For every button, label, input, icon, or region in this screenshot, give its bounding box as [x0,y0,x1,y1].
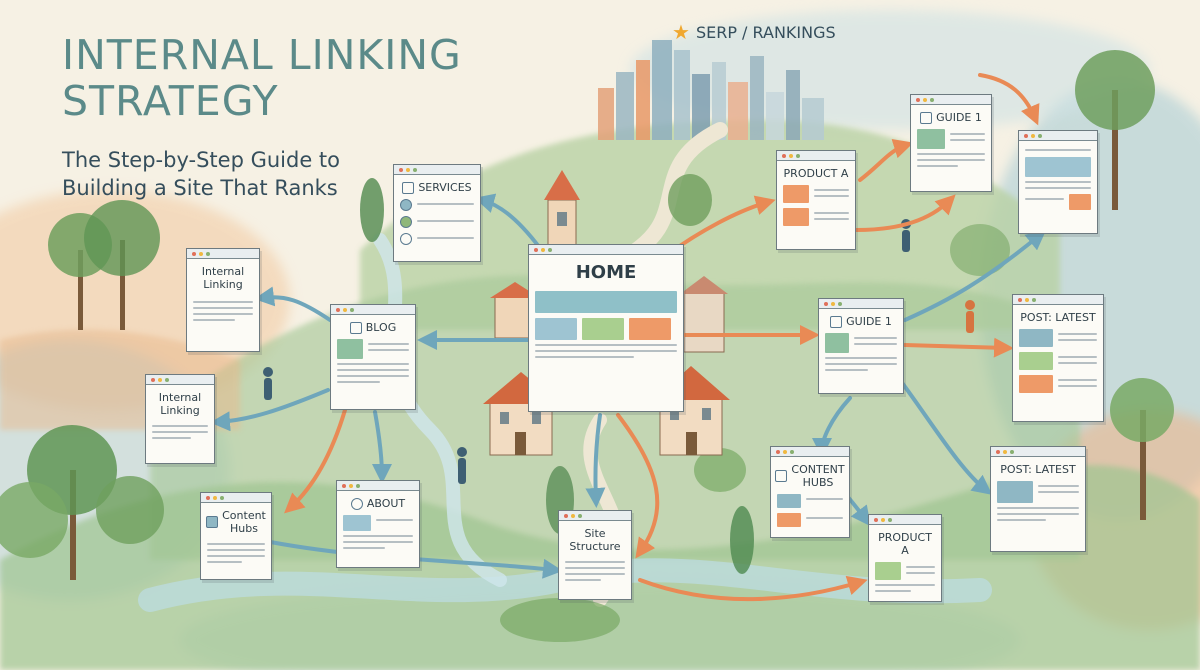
document-icon [920,112,932,124]
page-label-post-latest: POST: LATEST [997,463,1079,476]
page-label-internal-linking: Internal Linking [152,391,208,417]
page-label-site-structure: Site Structure [565,527,625,553]
page-card-blog: BLOG [330,304,416,410]
serp-rankings-label: ★ SERP / RANKINGS [672,20,836,44]
page-label-post-latest: POST: LATEST [1019,311,1097,324]
page-card-content-hubs-left: Content Hubs [200,492,272,580]
page-label-content-hubs: CONTENT HUBS [777,463,843,489]
page-card-post-latest-top: POST: LATEST [1012,294,1104,422]
serp-rankings-text: SERP / RANKINGS [696,23,836,42]
page-label-guide-1: GUIDE 1 [825,315,897,328]
browser-bar [529,245,683,255]
document-icon [830,316,842,328]
page-label-about: ABOUT [343,497,413,510]
page-card-about: ABOUT [336,480,420,568]
page-label-content-hubs: Content Hubs [207,509,265,535]
person-icon [965,300,975,333]
page-title: Internal Linking Strategy [62,32,482,124]
page-card-guide-1-mid: GUIDE 1 [818,298,904,394]
folder-icon [206,516,218,528]
page-card-article-top-right [1018,130,1098,234]
page-card-product-a-top: PRODUCT A [776,150,856,250]
sitemap-icon [402,182,414,194]
hub-icon [775,470,787,482]
page-card-internal-linking-lower: Internal Linking [145,374,215,464]
page-card-site-structure: Site Structure [558,510,632,600]
page-card-home: HOME [528,244,684,412]
page-subtitle: The Step-by-Step Guide to Building a Sit… [62,146,392,202]
page-card-content-hubs-right: CONTENT HUBS [770,446,850,538]
person-icon [457,447,467,484]
page-card-internal-linking-upper: Internal Linking [186,248,260,352]
hero-banner [535,291,677,313]
page-label-product-a: PRODUCT A [783,167,849,180]
page-label-guide-1: GUIDE 1 [917,111,985,124]
page-card-services: SERVICES [393,164,481,262]
user-icon [351,498,363,510]
star-icon: ★ [672,20,690,44]
page-card-post-latest-bottom: POST: LATEST [990,446,1086,552]
person-icon [263,367,273,400]
page-label-product-a: PRODUCT A [875,531,935,557]
page-label-internal-linking: Internal Linking [193,265,253,291]
page-label-home: HOME [535,261,677,285]
page-card-guide-1-top: GUIDE 1 [910,94,992,192]
page-card-product-a-bottom: PRODUCT A [868,514,942,602]
page-label-blog: BLOG [337,321,409,334]
page-label-services: SERVICES [400,181,474,194]
document-icon [350,322,362,334]
